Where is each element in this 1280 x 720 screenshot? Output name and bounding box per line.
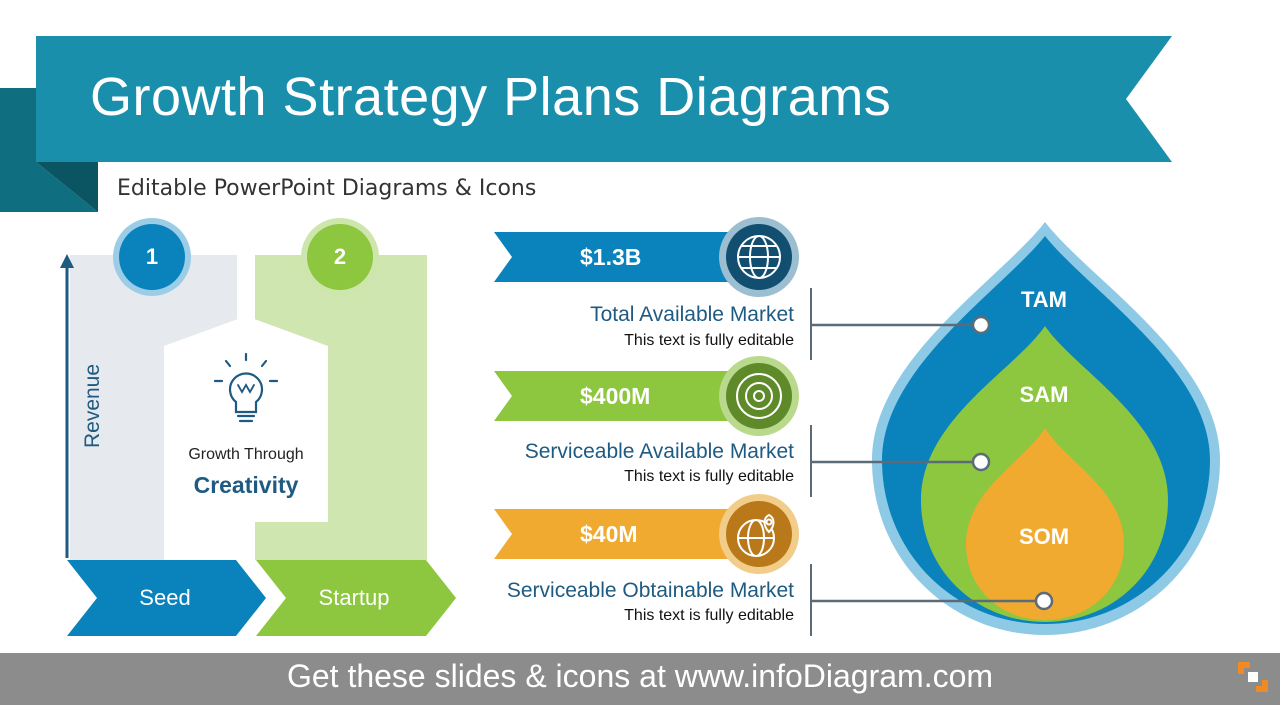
target-icon [736,373,782,419]
drop-som [966,428,1124,620]
market-desc-sam: This text is fully editable [624,468,794,485]
ribbon-value-som: $40M [580,521,638,547]
market-title-sam: Serviceable Available Market [524,440,794,463]
page-title: Growth Strategy Plans Diagrams [90,67,892,127]
drop-label-som: SOM [1018,524,1070,549]
market-title-tam: Total Available Market [590,303,794,326]
page-subtitle: Editable PowerPoint Diagrams & Icons [117,176,537,201]
center-card-line2: Creativity [193,472,299,498]
banner-ribbon [36,36,1172,162]
market-desc-tam: This text is fully editable [624,332,794,349]
market-title-som: Serviceable Obtainable Market [506,579,794,602]
ribbon-som [494,509,740,559]
startup-chevron [256,560,456,636]
ribbon-value-tam: $1.3B [580,244,642,270]
connector-dot-sam [971,452,991,472]
ribbon-sam [494,371,740,421]
globe-pin-icon [737,513,775,557]
drop-label-tam: TAM [1020,287,1068,312]
tam-sam-som-drop [812,222,1220,635]
center-card-line1: Growth Through [188,446,304,463]
drop-label-sam: SAM [1019,382,1069,407]
banner-fold-shape [0,88,98,212]
stage-2-badge: 2 [307,224,373,290]
header-banner [0,36,1172,212]
market-desc-som: This text is fully editable [624,607,794,624]
connector-dot-som [1034,591,1054,611]
seed-chevron [67,560,266,636]
stage-label-startup: Startup [318,585,390,610]
revenue-axis-arrow [60,254,74,268]
ribbon-som-icon-bg [726,501,792,567]
ribbon-sam-icon-bg [726,363,792,429]
growth-diagram [60,254,456,636]
connector-dot-tam [971,315,991,335]
center-card [164,316,328,522]
infodiagram-logo-icon [1238,662,1268,692]
stage-label-seed: Seed [139,585,191,610]
globe-icon [737,235,781,279]
ribbon-value-sam: $400M [580,383,651,409]
axis-label-revenue: Revenue [81,363,104,449]
banner-fold-shadow [36,162,98,212]
stage-1-badge: 1 [119,224,185,290]
footer-link-text[interactable]: Get these slides & icons at www.infoDiag… [286,658,994,694]
footer-bar [0,653,1280,705]
seed-column [70,255,237,560]
lightbulb-icon [213,352,279,423]
market-ribbons [494,217,812,636]
ribbon-tam [494,232,740,282]
